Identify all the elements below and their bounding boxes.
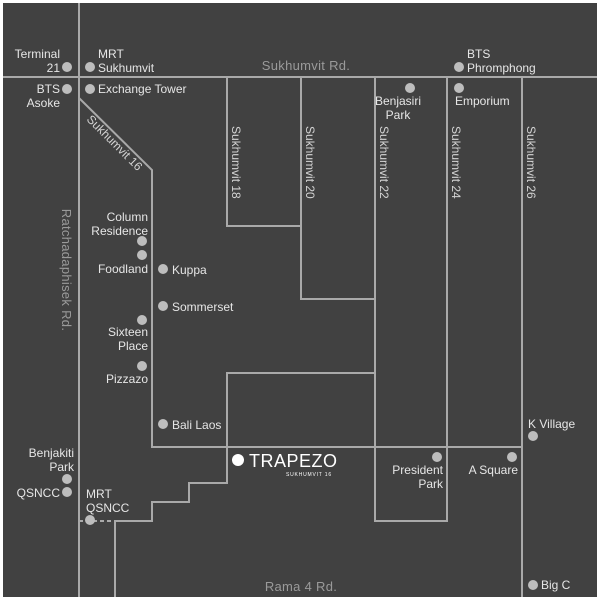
pizzazo-label: Pizzazo <box>106 372 148 386</box>
bts-phromphong-label-line1: BTS <box>467 47 490 61</box>
poi-president-park: President Park <box>392 452 444 491</box>
poi-mrt-sukhumvit: MRT Sukhumvit <box>85 47 155 75</box>
poi-sommerset: Sommerset <box>158 300 234 314</box>
bts-asoke-label-line1: BTS <box>37 82 60 96</box>
terminal21-dot <box>62 62 72 72</box>
sixteen-place-label-line1: Sixteen <box>108 325 148 339</box>
benjasiri-park-label-line2: Park <box>386 108 412 122</box>
ratchadaphisek-road-label: Ratchadaphisek Rd. <box>59 209 74 331</box>
kuppa-dot <box>158 264 168 274</box>
column-residence-dot <box>137 236 147 246</box>
sukhumvit-22-label: Sukhumvit 22 <box>377 126 391 199</box>
sukhumvit-26-label: Sukhumvit 26 <box>524 126 538 199</box>
bts-phromphong-label-line2: Phromphong <box>467 61 536 75</box>
mrt-sukhumvit-label-line2: Sukhumvit <box>98 61 155 75</box>
poi-bts-phromphong: BTS Phromphong <box>454 47 536 75</box>
emporium-label: Emporium <box>455 94 510 108</box>
column-residence-label-line2: Residence <box>91 224 148 238</box>
sukhumvit-22-24-line <box>374 77 448 522</box>
poi-kuppa: Kuppa <box>158 263 207 277</box>
exchange-tower-dot <box>85 84 95 94</box>
rama4-road-label: Rama 4 Rd. <box>265 579 337 594</box>
poi-benjakiti-park: Benjakiti Park <box>29 446 75 484</box>
sukhumvit-20-line <box>300 77 375 300</box>
benjakiti-park-dot <box>62 474 72 484</box>
poi-sixteen-place: Sixteen Place <box>108 315 148 353</box>
mrt-sukhumvit-label-line1: MRT <box>98 47 124 61</box>
sixteen-place-label-line2: Place <box>118 339 148 353</box>
benjasiri-park-dot <box>405 83 415 93</box>
foodland-dot <box>137 250 147 260</box>
big-c-dot <box>528 580 538 590</box>
president-park-dot <box>432 452 442 462</box>
mrt-qsncc-label-line2: QSNCC <box>86 501 130 515</box>
terminal21-label-line1: Terminal <box>15 47 60 61</box>
poi-big-c: Big C <box>528 578 571 592</box>
road-network <box>3 3 597 597</box>
poi-terminal21: Terminal 21 <box>15 47 72 75</box>
bts-asoke-dot <box>62 84 72 94</box>
poi-bali-laos: Bali Laos <box>158 418 221 432</box>
poi-column-residence: Column Residence <box>91 210 148 246</box>
bali-laos-label: Bali Laos <box>172 418 221 432</box>
qsncc-label: QSNCC <box>17 486 61 500</box>
poi-k-village: K Village <box>528 417 575 441</box>
trapezo-logo-text: TRAPEZO <box>249 451 338 471</box>
mrt-qsncc-dot <box>85 515 95 525</box>
terminal21-label-line2: 21 <box>47 61 61 75</box>
mrt-qsncc-label-line1: MRT <box>86 487 112 501</box>
poi-exchange-tower: Exchange Tower <box>85 82 187 96</box>
pizzazo-dot <box>137 361 147 371</box>
column-residence-label-line1: Column <box>107 210 148 224</box>
trapezo-marker: TRAPEZO SUKHUMVIT 16 <box>232 451 338 478</box>
sukhumvit-16-line <box>78 97 522 448</box>
k-village-label: K Village <box>528 417 575 431</box>
mrt-sukhumvit-dot <box>85 62 95 72</box>
bali-laos-dot <box>158 419 168 429</box>
sukhumvit-18-label: Sukhumvit 18 <box>229 126 243 199</box>
sommerset-dot <box>158 301 168 311</box>
poi-benjasiri-park: Benjasiri Park <box>375 83 421 122</box>
poi-a-square: A Square <box>469 452 519 477</box>
poi-foodland: Foodland <box>98 250 148 276</box>
sukhumvit-20-label: Sukhumvit 20 <box>303 126 317 199</box>
benjasiri-park-label-line1: Benjasiri <box>375 94 421 108</box>
bts-asoke-label-line2: Asoke <box>27 96 61 110</box>
poi-mrt-qsncc: MRT QSNCC <box>85 487 130 525</box>
benjakiti-park-label-line1: Benjakiti <box>29 446 74 460</box>
trapezo-tagline: SUKHUMVIT 16 <box>286 472 332 478</box>
poi-qsncc: QSNCC <box>17 486 72 500</box>
kuppa-label: Kuppa <box>172 263 207 277</box>
connector-street-line <box>226 372 375 447</box>
sixteen-place-dot <box>137 315 147 325</box>
stepped-lane-line <box>114 447 228 597</box>
president-park-label-line2: Park <box>418 477 444 491</box>
trapezo-location-dot <box>232 454 244 466</box>
poi-bts-asoke: BTS Asoke <box>27 82 72 110</box>
exchange-tower-label: Exchange Tower <box>98 82 187 96</box>
k-village-dot <box>528 431 538 441</box>
a-square-dot <box>507 452 517 462</box>
benjakiti-park-label-line2: Park <box>49 460 75 474</box>
foodland-label: Foodland <box>98 262 148 276</box>
a-square-label: A Square <box>469 463 519 477</box>
poi-pizzazo: Pizzazo <box>106 361 148 386</box>
big-c-label: Big C <box>541 578 571 592</box>
sukhumvit-24-label: Sukhumvit 24 <box>449 126 463 199</box>
sommerset-label: Sommerset <box>172 300 234 314</box>
sukhumvit-18-line <box>226 77 301 227</box>
emporium-dot <box>454 83 464 93</box>
sukhumvit-road-label: Sukhumvit Rd. <box>262 58 350 73</box>
poi-emporium: Emporium <box>454 83 510 108</box>
qsncc-dot <box>62 487 72 497</box>
president-park-label-line1: President <box>392 463 443 477</box>
bts-phromphong-dot <box>454 62 464 72</box>
